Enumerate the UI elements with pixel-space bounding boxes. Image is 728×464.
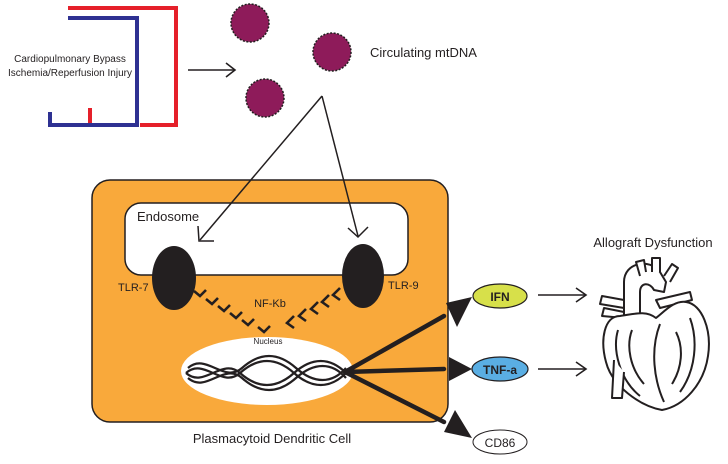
- nfkb-signal-chevrons: [193, 287, 341, 334]
- nfkb-label: NF-Kb: [254, 298, 286, 310]
- source-line-1: Cardiopulmonary Bypass: [14, 54, 126, 65]
- mtdna-particle: [230, 3, 270, 43]
- red-line: [68, 6, 178, 127]
- outcome-label: Allograft Dysfunction: [593, 235, 712, 250]
- mtdna-particle: [312, 32, 352, 72]
- heart-icon: [599, 257, 710, 411]
- tlr7-label: TLR-7: [118, 282, 149, 294]
- mtdna-particles: [230, 3, 352, 118]
- mtdna-to-endosome-arrows: [197, 95, 369, 242]
- arrows-to-heart: [538, 287, 588, 377]
- nucleus-label: Nucleus: [254, 337, 283, 346]
- tlr9-label: TLR-9: [388, 280, 419, 292]
- source-line-2: Ischemia/Reperfusion Injury: [8, 68, 132, 79]
- cd86-label: CD86: [485, 436, 516, 450]
- ifn-badge: [472, 283, 528, 309]
- cd86-badge: [472, 429, 528, 455]
- tnf-label: TNF-a: [483, 363, 517, 377]
- tlr9-receptor: [342, 244, 384, 308]
- bypass-circuit-icon: [48, 6, 178, 127]
- tnf-badge: [471, 356, 529, 382]
- blue-line: [48, 16, 139, 127]
- output-arrows: [342, 313, 447, 425]
- output-arrow-heads: [444, 297, 472, 438]
- endosome-label: Endosome: [137, 209, 199, 224]
- arrow-to-mtdna: [188, 62, 237, 78]
- endosome: [124, 202, 409, 276]
- nucleus: [181, 337, 353, 405]
- mtdna-particle: [245, 78, 285, 118]
- ifn-label: IFN: [490, 290, 509, 304]
- dna-helix-icon: [185, 355, 347, 391]
- cell-label: Plasmacytoid Dendritic Cell: [193, 431, 351, 446]
- mtdna-label: Circulating mtDNA: [370, 45, 477, 60]
- tlr7-receptor: [152, 246, 196, 310]
